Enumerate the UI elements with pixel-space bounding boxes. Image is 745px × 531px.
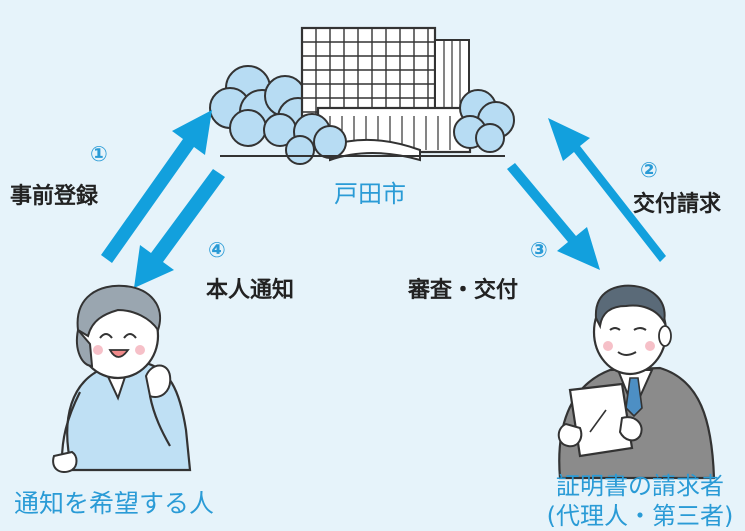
right-person-label-line2: (代理人・第三者) [546, 502, 734, 530]
step-3-label: 審査・交付 [408, 278, 519, 303]
city-hall-building-icon [209, 26, 515, 165]
right-person-label-line1: 証明書の請求者 [556, 472, 724, 500]
woman-person-icon [52, 284, 192, 474]
arrow-step-3 [507, 163, 600, 270]
step-3-number: ③ [530, 238, 548, 262]
step-1-number: ① [90, 142, 108, 166]
arrows [101, 110, 666, 288]
step-4-number: ④ [208, 238, 226, 262]
step-4-label: 本人通知 [206, 278, 295, 303]
city-label: 戸田市 [334, 180, 406, 208]
arrow-step-4 [134, 169, 225, 288]
step-2-number: ② [640, 158, 658, 182]
man-with-document-icon [557, 284, 716, 480]
left-person-label: 通知を希望する人 [14, 489, 215, 518]
arrow-step-2 [548, 118, 666, 262]
step-1-label: 事前登録 [10, 184, 99, 209]
tree-icon [453, 89, 515, 153]
arrow-step-1 [101, 110, 212, 263]
step-2-label: 交付請求 [633, 192, 722, 217]
